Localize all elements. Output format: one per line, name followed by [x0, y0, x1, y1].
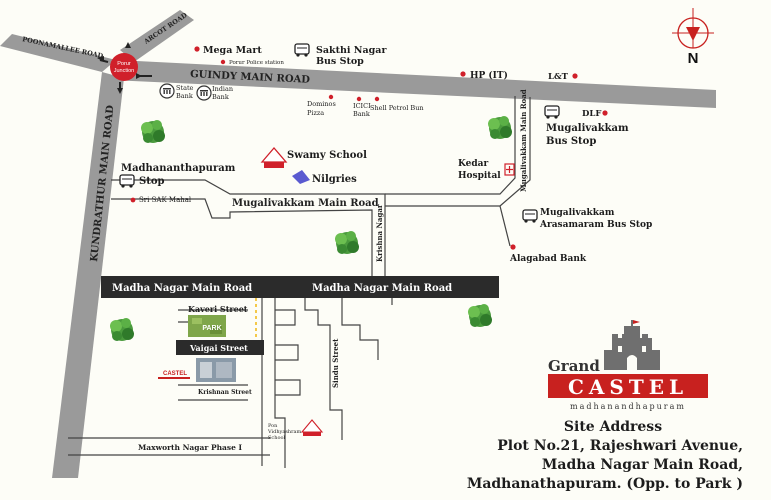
- address-line-1: Plot No.21, Rajeshwari Avenue,: [497, 438, 743, 454]
- tree-icon: [468, 304, 492, 327]
- nilgries-label: Nilgries: [312, 174, 357, 185]
- pon-school-icon: [300, 419, 324, 436]
- mugalivakkam-main-road-label: Mugalivakkam Main Road: [232, 198, 379, 209]
- mega-mart-label: Mega Mart: [203, 45, 262, 56]
- swamy-school-icon: [260, 147, 288, 168]
- nilgries-icon: [292, 170, 310, 184]
- svg-text:CASTEL: CASTEL: [163, 371, 187, 377]
- arasamaram-label-1: Mugalivakkam: [540, 208, 615, 218]
- madha-nagar-main-road-bar: [101, 276, 499, 355]
- mugalivakkam-bus-icon: [544, 105, 560, 120]
- kaveri-street-label: Kaveri Street: [188, 304, 248, 314]
- sakthi-nagar-label: Sakthi Nagar: [316, 45, 387, 56]
- madhana-stop-label-1: Madhananthapuram: [121, 163, 236, 174]
- madha-nagar-left-label: Madha Nagar Main Road: [112, 283, 252, 294]
- krishnan-street-label: Krishnan Street: [198, 389, 252, 396]
- krishna-nagar-label: Krishna Nagar: [375, 204, 384, 262]
- pon-school-label-1: Pon: [268, 423, 278, 429]
- kedar-label-1: Kedar: [458, 159, 488, 169]
- dominos-label-1: Dominos: [307, 100, 336, 108]
- park-area: PARK: [188, 315, 226, 337]
- icici-label-2: Bank: [353, 110, 370, 118]
- alagabad-label: Alagabad Bank: [509, 254, 587, 264]
- hp-label: HP (IT): [470, 70, 508, 81]
- address-line-3: Madhanathapuram. (Opp. to Park ): [466, 476, 743, 492]
- dlf-label: DLF: [582, 109, 601, 119]
- state-bank-label-1: State: [176, 84, 194, 92]
- mugalivakkam-stop-label-1: Mugalivakkam: [546, 123, 629, 134]
- tree-icon: [110, 318, 134, 341]
- tree-icon: [488, 116, 512, 139]
- sindu-street-label: Sindu Street: [331, 338, 340, 388]
- svg-text:Porur: Porur: [117, 61, 131, 67]
- madhana-stop-label-2: Stop: [139, 176, 165, 187]
- porur-junction-marker: Porur Junction: [97, 42, 152, 94]
- sakthi-bus-stop-label: Bus Stop: [316, 56, 364, 67]
- address-title: Site Address: [563, 419, 663, 435]
- madha-nagar-right-label: Madha Nagar Main Road: [312, 283, 452, 294]
- madhana-bus-icon: [119, 174, 135, 189]
- shell-label: Shell Petrol Bun: [370, 104, 424, 112]
- kedar-label-2: Hospital: [458, 171, 501, 181]
- brand-tagline: madhanandhapuram: [570, 402, 686, 411]
- main-roads: [0, 10, 716, 478]
- address-line-2: Madha Nagar Main Road,: [541, 457, 743, 473]
- arasamaram-label-2: Arasamaram Bus Stop: [539, 220, 652, 230]
- arasamaram-bus-icon: [522, 209, 538, 224]
- svg-text:Junction: Junction: [114, 68, 135, 74]
- site-marker: CASTEL: [158, 358, 236, 382]
- site-address: Site Address Plot No.21, Rajeshwari Aven…: [423, 418, 743, 494]
- vaigai-street-label: Vaigai Street: [189, 343, 248, 353]
- tree-icon: [141, 120, 165, 143]
- mugalivakkam-main-vertical-label: Mugalivakkam Main Road: [519, 89, 528, 192]
- porur-police-label: Porur Police station: [229, 60, 284, 66]
- lt-label: L&T: [548, 72, 569, 82]
- svg-text:PARK: PARK: [202, 325, 221, 332]
- indian-bank-label-1: Indian: [212, 85, 233, 93]
- indian-bank-icon: [196, 85, 212, 101]
- north-label: N: [688, 50, 699, 67]
- arcot-road-label: ARCOT ROAD: [142, 11, 189, 46]
- sri-sak-label: Sri SAK Mahal: [139, 196, 192, 204]
- castle-icon: [604, 320, 660, 370]
- sakthi-nagar-bus-icon: [294, 43, 310, 58]
- dominos-label-2: Pizza: [307, 109, 324, 117]
- state-bank-icon: [159, 83, 175, 99]
- state-bank-label-2: Bank: [176, 92, 193, 100]
- pon-school-label-3: School: [268, 435, 285, 441]
- brand-castel: CASTEL: [568, 375, 688, 399]
- brand-grand: Grand: [548, 357, 600, 375]
- mugalivakkam-stop-label-2: Bus Stop: [546, 136, 596, 147]
- swamy-school-label: Swamy School: [287, 150, 367, 161]
- compass: N: [672, 8, 714, 67]
- maxworth-label: Maxworth Nagar Phase I: [138, 443, 243, 452]
- hospital-icon: [504, 163, 515, 176]
- grand-castel-logo: Grand CASTEL madhanandhapuram: [548, 320, 708, 411]
- tree-icon: [335, 231, 359, 254]
- pon-school-label-2: Vidhyashram: [267, 429, 302, 435]
- indian-bank-label-2: Bank: [212, 93, 229, 101]
- icici-label-1: ICICI: [353, 102, 371, 110]
